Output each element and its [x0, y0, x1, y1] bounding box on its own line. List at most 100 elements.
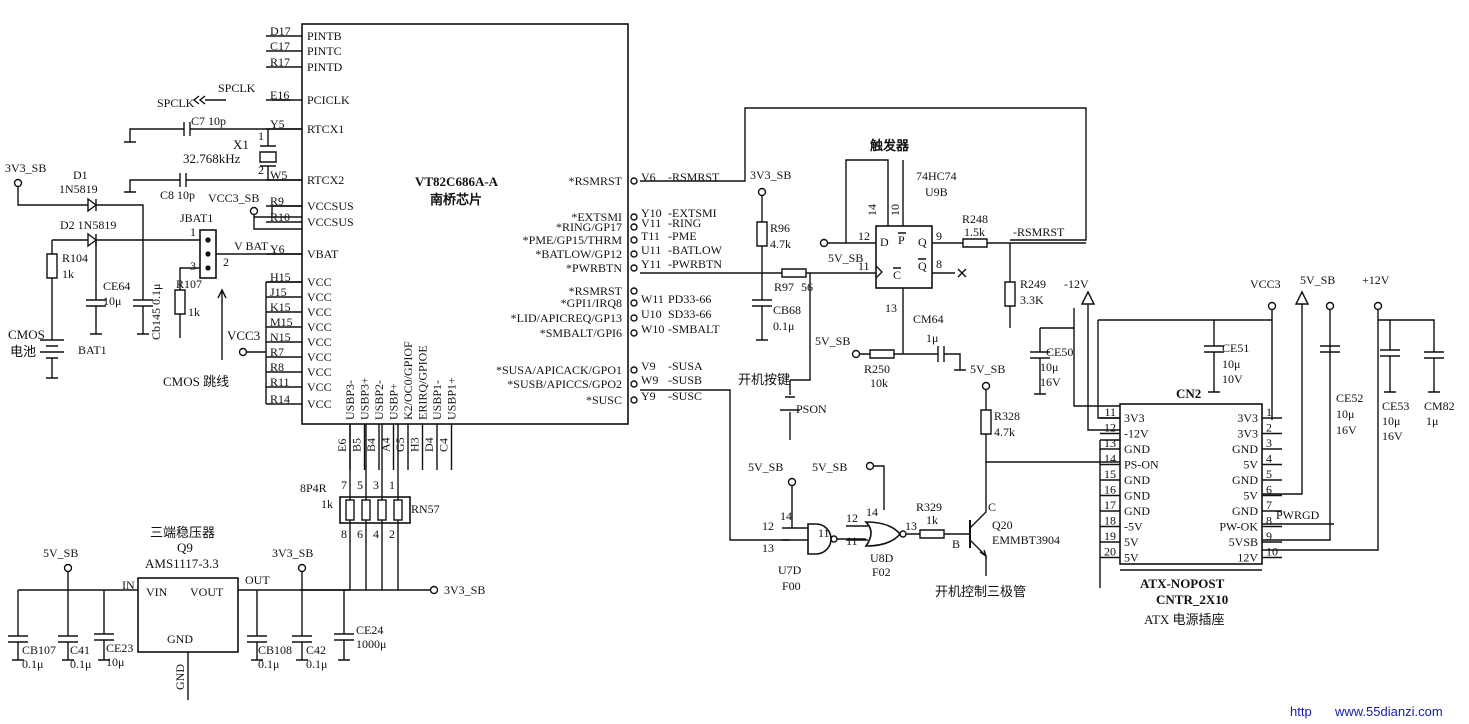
r329-val: 1k [926, 513, 938, 527]
chip-right-ball: V11 [641, 216, 661, 230]
ff-ck: C [893, 268, 901, 282]
atx-ref: CN2 [1176, 386, 1201, 401]
cb68-val: 0.1μ [773, 319, 794, 333]
atx-right-sig: 5V [1243, 489, 1258, 503]
reg-cap-ref: CB108 [258, 643, 292, 657]
reg-cap-ref: C42 [306, 643, 326, 657]
chip-right-pin-name: *RING/GP17 [556, 220, 622, 234]
chip-right-ball: Y11 [641, 257, 661, 271]
reg-out: OUT [245, 573, 270, 587]
rn-net: 3V3_SB [444, 583, 485, 597]
d2-label: D2 1N5819 [60, 218, 116, 232]
ff-part: 74HC74 [916, 169, 957, 183]
chip-left-ball: R14 [270, 392, 290, 406]
ff-pin10: 10 [888, 204, 902, 216]
r250-net: 5V_SB [815, 334, 850, 348]
chip-right-pin-name: *SUSC [586, 393, 622, 407]
ff-pin14: 14 [865, 204, 879, 216]
q20-ref: Q20 [992, 518, 1013, 532]
atx-right-num: 10 [1266, 545, 1278, 559]
u8d-net: 5V_SB [812, 460, 847, 474]
reg-in-net: 5V_SB [43, 546, 78, 560]
atx-right-sig: 5V [1243, 458, 1258, 472]
chip-left-pin-name: VCC [307, 335, 332, 349]
r104-label: R104 [62, 251, 88, 265]
ff-q: Q [918, 235, 927, 249]
atx-power-rails: -12V CE50 10μ 16V VCC3 CE51 10μ 10V 5V_S… [1030, 273, 1455, 551]
chip-bottom-ball: G5 [393, 437, 407, 452]
flipflop-74hc74: 触发器 74HC74 U9B D C P Q Q 14 10 12 11 9 8… [815, 138, 1086, 390]
x1-label: X1 [233, 137, 249, 152]
ce51-val: 10μ [1222, 357, 1240, 371]
d1-part: 1N5819 [59, 182, 98, 196]
chip-left-pin-name: PINTD [307, 60, 343, 74]
jbat-pin2: 2 [223, 255, 229, 269]
ff-pin12: 12 [858, 229, 870, 243]
chip-bottom-ball: E6 [335, 439, 349, 452]
chip-right-net: -PWRBTN [668, 257, 722, 271]
chip-right-pin-bubble [630, 380, 638, 388]
atx-name2: CNTR_2X10 [1156, 592, 1228, 607]
atx-left-sig: PS-ON [1124, 458, 1159, 472]
chip-bottom-pin-name: USBP3+ [358, 377, 372, 420]
x1-pin2: 2 [258, 163, 264, 177]
v5sb-label: 5V_SB [1300, 273, 1335, 287]
ce53-label: CE53 [1382, 399, 1409, 413]
reg-title: 三端稳压器 [150, 525, 215, 540]
ff-pbar: P [898, 233, 905, 247]
atx-right-num: 3 [1266, 436, 1272, 450]
chip-left-ball: C17 [270, 39, 290, 53]
atx-right-num: 6 [1266, 483, 1272, 497]
chip-right-pin-name: *LID/APICREQ/GP13 [511, 311, 622, 325]
u7d-ref: U7D [778, 563, 802, 577]
atx-left-sig: GND [1124, 504, 1150, 518]
r329-label: R329 [916, 500, 942, 514]
battery-label: 电池 [10, 344, 36, 359]
chip-right-net: -SMBALT [668, 322, 720, 336]
reg-out-net: 3V3_SB [272, 546, 313, 560]
chip-bottom-pin-name: USBP3- [343, 380, 357, 420]
atx-right-num: 9 [1266, 529, 1272, 543]
atx-right-num: 8 [1266, 514, 1272, 528]
bat1-label: BAT1 [78, 343, 107, 357]
chip-left-ball: R11 [270, 375, 290, 389]
chip-left-ball: K15 [270, 300, 291, 314]
chip-left-pin-name: PINTB [307, 29, 342, 43]
chip-left-pin-name: VCC [307, 397, 332, 411]
chip-right-pin-bubble [630, 287, 638, 295]
atx-left-sig: GND [1124, 473, 1150, 487]
chip-bottom-pin-name: USBP+ [387, 383, 401, 420]
chip-right-net: -RING [668, 216, 702, 230]
ce64-label: CE64 [103, 279, 130, 293]
ce52-v: 16V [1336, 423, 1357, 437]
atx-right-sig: PW-OK [1219, 520, 1258, 534]
r97-label: R97 [774, 280, 794, 294]
chip-right-net: PD33-66 [668, 292, 711, 306]
ce53-val: 10μ [1382, 414, 1400, 428]
atx-left-num: 18 [1104, 514, 1116, 528]
r250-label: R250 [864, 362, 890, 376]
r249-val: 3.3K [1020, 293, 1044, 307]
rsmrst-out: -RSMRST [1013, 225, 1065, 239]
chip-left-pin-name: RTCX2 [307, 173, 344, 187]
chip-left-ball: W5 [270, 168, 287, 182]
rn-ref: RN57 [411, 502, 440, 516]
reg-cap-val: 0.1μ [22, 657, 43, 671]
ff-pin9: 9 [936, 229, 942, 243]
chip-left-ball: R7 [270, 345, 284, 359]
chip-right-net: -EXTSMI [668, 206, 717, 220]
cm64-label: CM64 [913, 312, 944, 326]
chip-left-ball: Y6 [270, 242, 285, 256]
chip-right-ball: U11 [641, 243, 661, 257]
chip-left-pin-name: VCC [307, 290, 332, 304]
chip-left-ball: H15 [270, 270, 291, 284]
chip-right-pin-bubble [630, 366, 638, 374]
r250-val: 10k [870, 376, 888, 390]
atx-right-num: 5 [1266, 467, 1272, 481]
chip-right-ball: U10 [641, 307, 662, 321]
x1-freq: 32.768kHz [183, 151, 241, 166]
chip-right-pin-name: *GPI1/IRQ8 [561, 296, 622, 310]
chip-bottom-pin-name: USBP2- [372, 380, 386, 420]
